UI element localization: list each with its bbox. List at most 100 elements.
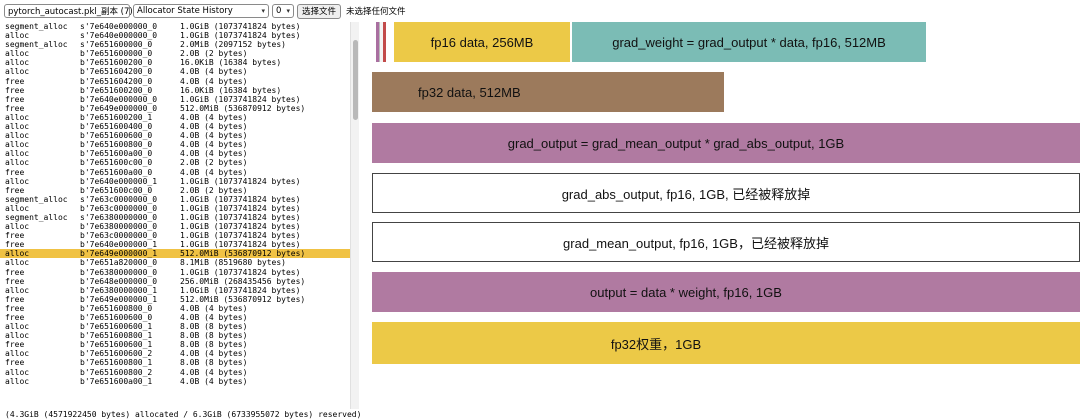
- trace-address: b'7e651600600_2: [80, 349, 153, 359]
- trace-size: 512.0MiB (536870912 bytes): [180, 249, 306, 259]
- trace-action: alloc: [5, 249, 30, 259]
- trace-address: b'7e651600a00_0: [80, 149, 153, 159]
- trace-action: free: [5, 267, 25, 277]
- chevron-down-icon: ▾: [261, 7, 265, 15]
- trace-address: b'7e651600200_0: [80, 85, 153, 95]
- trace-address: b'7e651600800_2: [80, 367, 153, 377]
- trace-address: b'7e649e000000_1: [80, 249, 158, 259]
- trace-address: b'7e651600800_1: [80, 358, 153, 368]
- trace-action: alloc: [5, 349, 30, 359]
- trace-address: b'7e651600400_0: [80, 122, 153, 132]
- block-fp16-data[interactable]: fp16 data, 256MB: [394, 22, 570, 62]
- trace-action: alloc: [5, 67, 30, 77]
- trace-scrollbar[interactable]: [350, 22, 359, 409]
- device-select-value: 0: [276, 6, 282, 16]
- choose-file-button[interactable]: 选择文件: [297, 3, 342, 19]
- device-select[interactable]: 0 ▾: [272, 4, 294, 18]
- trace-row[interactable]: alloc b'7e649e000000_1 512.0MiB (536870912…: [0, 249, 350, 259]
- block-fp32-weight[interactable]: fp32权重，1GB: [372, 322, 1080, 364]
- file-select[interactable]: pytorch_autocast.pkl_副本 (7) ▾: [4, 4, 139, 18]
- trace-action: free: [5, 231, 25, 241]
- trace-address: s'7e640e000000_0: [80, 22, 158, 31]
- trace-address: b'7e649e000000_1: [80, 294, 158, 304]
- block-grad-output[interactable]: grad_output = grad_mean_output * grad_ab…: [372, 123, 1080, 163]
- trace-size: 4.0B (4 bytes): [180, 167, 248, 177]
- trace-action: alloc: [5, 322, 30, 332]
- trace-action: free: [5, 76, 25, 86]
- trace-action: free: [5, 185, 25, 195]
- trace-action: free: [5, 340, 25, 350]
- trace-size: 16.0KiB (16384 bytes): [180, 58, 282, 68]
- segment-strip-2[interactable]: [379, 22, 383, 62]
- trace-action: alloc: [5, 112, 30, 122]
- trace-action: free: [5, 85, 25, 95]
- block-grad-abs-output[interactable]: grad_abs_output, fp16, 1GB, 已经被释放掉: [372, 173, 1080, 213]
- trace-list[interactable]: segment_alloc s'7e640e000000_0 1.0GiB (107…: [0, 22, 350, 409]
- block-grad-mean-output[interactable]: grad_mean_output, fp16, 1GB，已经被释放掉: [372, 222, 1080, 262]
- trace-action: free: [5, 240, 25, 250]
- trace-size: 1.0GiB (1073741824 bytes): [180, 222, 301, 232]
- trace-address: b'7e651600200_1: [80, 112, 153, 122]
- trace-size: 4.0B (4 bytes): [180, 349, 248, 359]
- trace-address: b'7e651600800_0: [80, 303, 153, 313]
- trace-action: segment_alloc: [5, 194, 68, 204]
- trace-address: b'7e651a820000_0: [80, 258, 158, 268]
- trace-action: alloc: [5, 331, 30, 341]
- block-fp32-data[interactable]: fp32 data, 512MB: [372, 72, 724, 112]
- trace-address: b'7e640e000000_1: [80, 240, 158, 250]
- trace-size: 1.0GiB (1073741824 bytes): [180, 22, 301, 31]
- segment-strip-1[interactable]: [376, 22, 379, 62]
- segment-strip-3[interactable]: [383, 22, 386, 62]
- scrollbar-thumb[interactable]: [353, 40, 358, 120]
- trace-address: b'7e640e000000_0: [80, 94, 158, 104]
- view-select[interactable]: Allocator State History ▾: [133, 4, 269, 18]
- trace-row[interactable]: alloc b'7e651600600_2 4.0B (4 bytes): [0, 349, 350, 358]
- trace-address: b'7e63c0000000_0: [80, 231, 158, 241]
- block-grad-weight[interactable]: grad_weight = grad_output * data, fp16, …: [572, 22, 926, 62]
- trace-action: alloc: [5, 176, 30, 186]
- trace-address: b'7e651600000_0: [80, 49, 153, 59]
- trace-action: segment_alloc: [5, 40, 68, 50]
- block-output[interactable]: output = data * weight, fp16, 1GB: [372, 272, 1080, 312]
- trace-action: free: [5, 294, 25, 304]
- trace-action: free: [5, 94, 25, 104]
